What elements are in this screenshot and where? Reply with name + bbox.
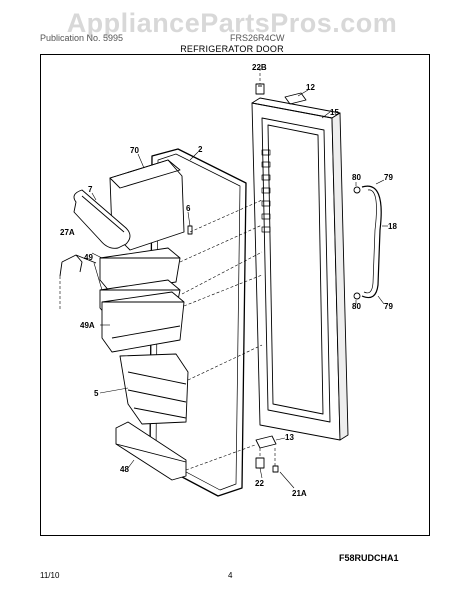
pitcher-bin xyxy=(101,291,185,353)
door-panel xyxy=(251,97,349,441)
part-label-13: 13 xyxy=(285,433,294,442)
part-label-79-bottom: 79 xyxy=(384,302,393,311)
shelf-support xyxy=(119,353,189,425)
bottom-bin xyxy=(115,421,187,481)
part-label-80-bottom: 80 xyxy=(352,302,361,311)
diagram-code: F58RUDCHA1 xyxy=(339,553,399,563)
revision-date: 11/10 xyxy=(40,571,60,580)
part-label-22B: 22B xyxy=(252,63,267,72)
part-label-5: 5 xyxy=(94,389,99,398)
part-label-21A: 21A xyxy=(292,489,307,498)
part-label-15: 15 xyxy=(330,108,339,117)
part-label-18: 18 xyxy=(388,222,397,231)
model-number: FRS26R4CW xyxy=(230,33,285,43)
part-label-6: 6 xyxy=(186,204,191,213)
page-title: REFRIGERATOR DOOR xyxy=(180,44,284,54)
page-number: 4 xyxy=(228,571,233,580)
projection-lines xyxy=(59,68,276,471)
part-label-80-top: 80 xyxy=(352,173,361,182)
part-label-79-top: 79 xyxy=(384,173,393,182)
part-label-22: 22 xyxy=(255,479,264,488)
part-label-70: 70 xyxy=(130,146,139,155)
publication-number: Publication No. 5995 xyxy=(40,33,124,43)
part-label-7: 7 xyxy=(88,185,93,194)
part-label-48: 48 xyxy=(120,465,129,474)
diagram-frame xyxy=(40,54,430,536)
watermark: AppliancePartsPros.com xyxy=(66,8,398,38)
bin-bracket xyxy=(59,254,97,277)
part-label-12: 12 xyxy=(306,83,315,92)
leader-lines xyxy=(91,89,388,489)
part-label-49A: 49A xyxy=(80,321,95,330)
dairy-compartment xyxy=(73,159,193,251)
door-handle xyxy=(353,185,382,300)
top-hinge xyxy=(255,83,307,105)
part-label-2: 2 xyxy=(198,145,203,154)
part-label-49: 49 xyxy=(84,253,93,262)
part-label-27A: 27A xyxy=(60,228,75,237)
